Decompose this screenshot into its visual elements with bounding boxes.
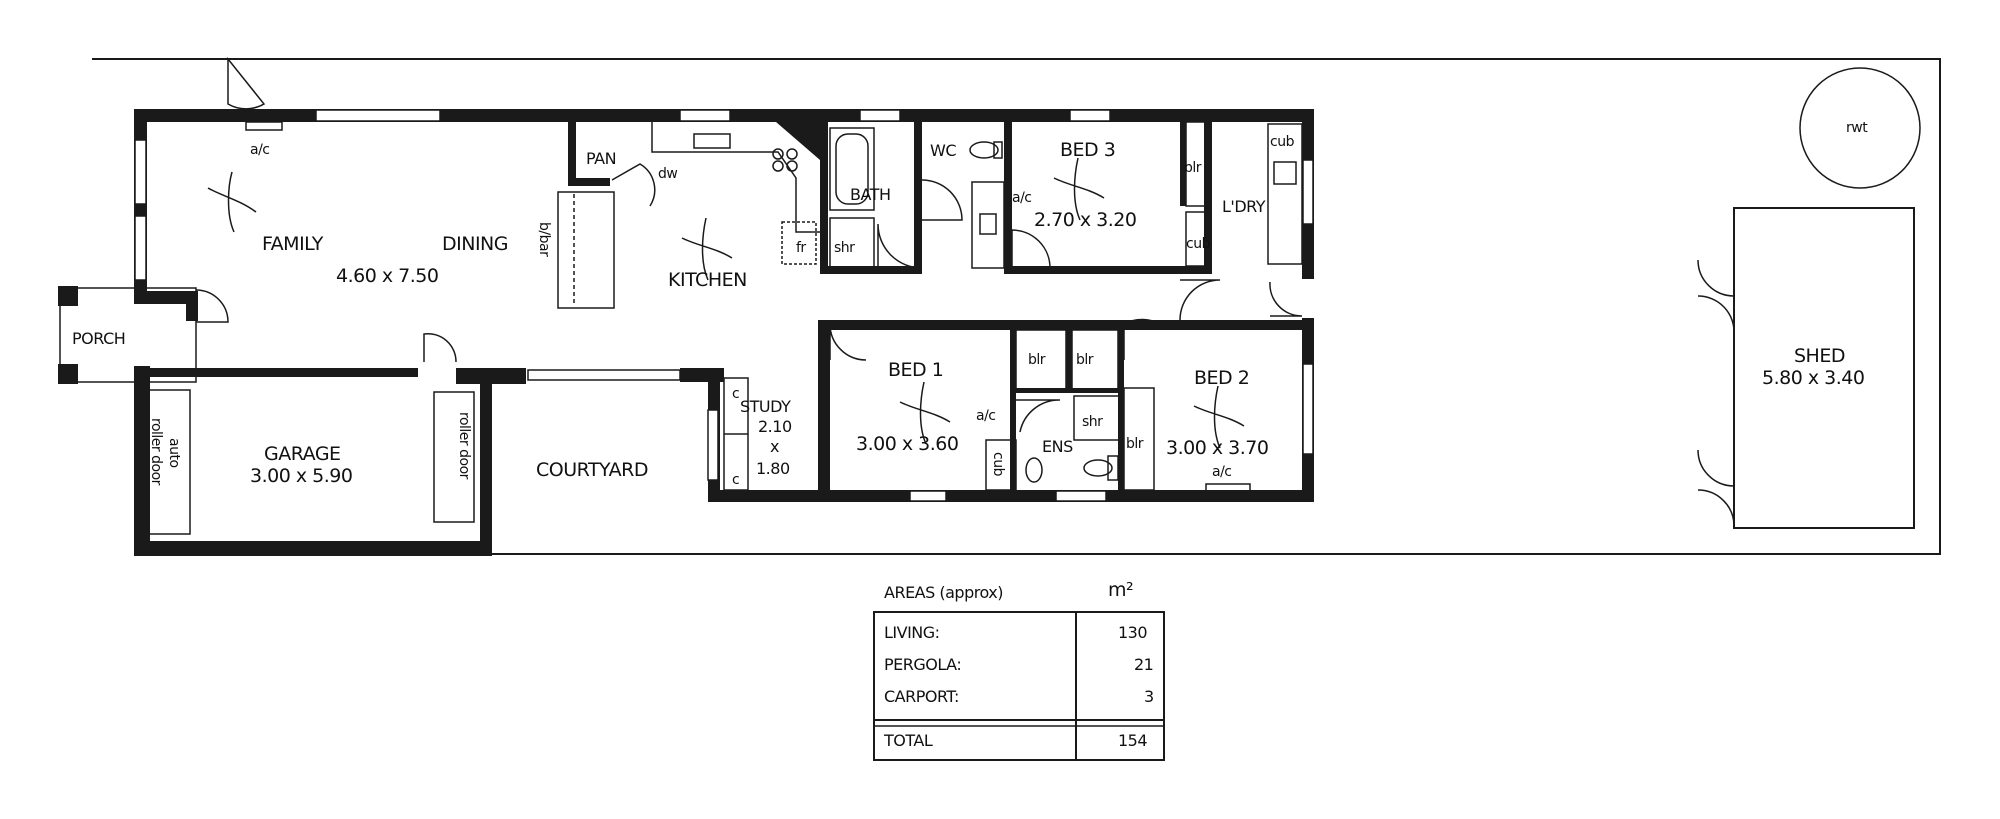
label-family-ac: a/c (250, 142, 270, 158)
label-bed3: BED 3 (1060, 139, 1115, 161)
areas-total-value: 154 (1118, 731, 1147, 750)
fixtures (135, 67, 1921, 535)
areas-row-label: CARPORT: (884, 687, 959, 706)
label-kitchen: KITCHEN (668, 269, 747, 291)
areas-row-value: 21 (1134, 655, 1153, 674)
label-family-dims: 4.60 x 7.50 (336, 265, 438, 287)
label-garage-dims: 3.00 x 5.90 (250, 465, 352, 487)
label-breakfast-bar: b/bar (536, 222, 552, 257)
label-ensuite-robe: blr (1076, 352, 1094, 368)
label-bed2-dims: 3.00 x 3.70 (1166, 437, 1268, 459)
label-study-cupboard-1: c (732, 386, 739, 402)
label-auto-roller-door-1: auto (166, 438, 182, 468)
label-bed2-ac: a/c (1212, 464, 1232, 480)
label-shed: SHED (1794, 345, 1845, 367)
label-laundry-cub: cub (1270, 134, 1295, 150)
label-laundry: L'DRY (1222, 197, 1266, 216)
label-shed-dims: 5.80 x 3.40 (1762, 367, 1864, 389)
label-bath: BATH (850, 185, 890, 204)
room-labels: FAMILY 4.60 x 7.50 DINING KITCHEN PAN dw… (72, 120, 1869, 488)
label-pantry: PAN (586, 149, 616, 168)
label-bed2-robe: blr (1126, 436, 1144, 452)
label-bed1-cub: cub (990, 452, 1006, 477)
label-ensuite-shower: shr (1082, 414, 1103, 430)
house-walls (58, 109, 1314, 556)
label-study-dims-2: x (770, 437, 779, 456)
site-boundary (92, 58, 1941, 555)
areas-row-value: 3 (1144, 687, 1154, 706)
label-study-dims-3: 1.80 (756, 459, 790, 478)
label-bed1: BED 1 (888, 359, 943, 381)
label-bed3-dims: 2.70 x 3.20 (1034, 209, 1136, 231)
areas-row-label: PERGOLA: (884, 655, 961, 674)
label-garage: GARAGE (264, 443, 341, 465)
label-dishwasher: dw (658, 166, 677, 182)
label-rainwater-tank: rwt (1846, 120, 1868, 136)
areas-row-label: LIVING: (884, 623, 940, 642)
label-porch: PORCH (72, 329, 125, 348)
label-fridge: fr (796, 240, 806, 256)
label-courtyard: COURTYARD (536, 459, 648, 481)
label-study: STUDY (740, 397, 791, 416)
label-bed1-dims: 3.00 x 3.60 (856, 433, 958, 455)
label-dining: DINING (442, 233, 508, 255)
label-auto-roller-door-2: roller door (148, 418, 164, 486)
windows (134, 109, 1314, 502)
areas-title: AREAS (approx) (884, 583, 1003, 602)
ceiling-fans (207, 157, 1245, 449)
areas-total-label: TOTAL (883, 731, 933, 750)
label-family: FAMILY (262, 233, 324, 255)
label-bed1-robe: blr (1028, 352, 1046, 368)
areas-row-value: 130 (1118, 623, 1147, 642)
label-bed3-ac: a/c (1012, 190, 1032, 206)
label-study-cupboard-2: c (732, 472, 739, 488)
label-laundry-cub-2: cub (1186, 236, 1211, 252)
label-bed2: BED 2 (1194, 367, 1249, 389)
doors (195, 56, 1735, 527)
label-wc: WC (930, 141, 956, 160)
label-bath-shower: shr (834, 240, 855, 256)
label-roller-door: roller door (456, 412, 472, 480)
label-bed3-robe: blr (1184, 160, 1202, 176)
label-bed1-ac: a/c (976, 408, 996, 424)
areas-table: AREAS (approx) m² LIVING: 130 PERGOLA: 2… (873, 579, 1165, 761)
areas-unit: m² (1108, 579, 1133, 601)
label-ensuite: ENS (1042, 437, 1073, 456)
label-study-dims-1: 2.10 (758, 417, 792, 436)
